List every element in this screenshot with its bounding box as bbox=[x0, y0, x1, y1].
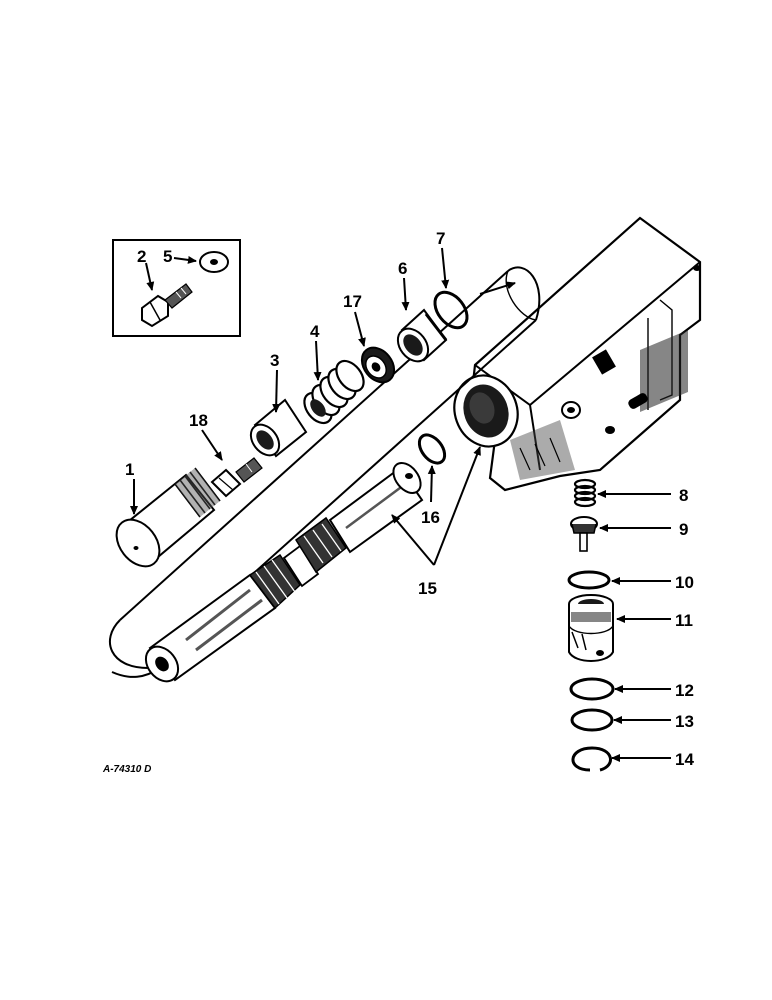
bolt-part-2 bbox=[141, 283, 193, 328]
callout-13: 13 bbox=[675, 712, 694, 731]
leader-lines bbox=[130, 247, 671, 762]
valve-body-housing bbox=[453, 216, 702, 492]
valve-spool-part-15 bbox=[144, 461, 424, 683]
o-ring-part-12 bbox=[569, 677, 615, 701]
callout-17: 17 bbox=[343, 292, 362, 311]
callout-7: 7 bbox=[436, 229, 445, 248]
callout-4: 4 bbox=[310, 322, 320, 341]
o-ring-part-7 bbox=[433, 290, 469, 330]
callout-8: 8 bbox=[679, 486, 688, 505]
bore-outline-tube bbox=[109, 266, 541, 678]
callout-15: 15 bbox=[418, 579, 437, 598]
check-poppet-part-9 bbox=[570, 516, 598, 552]
inset-box bbox=[112, 239, 241, 337]
callout-5: 5 bbox=[163, 247, 172, 266]
plug-part-11 bbox=[568, 594, 614, 662]
reference-code: A-74310 D bbox=[102, 764, 151, 775]
screw-part-18 bbox=[210, 457, 263, 498]
o-ring-part-10 bbox=[567, 570, 611, 590]
callout-1: 1 bbox=[125, 460, 134, 479]
callout-2: 2 bbox=[137, 247, 146, 266]
sleeve-part-6 bbox=[396, 308, 448, 363]
end-cap-part-1 bbox=[115, 467, 221, 568]
callout-14: 14 bbox=[675, 750, 694, 769]
callout-16: 16 bbox=[421, 508, 440, 527]
seat-washer-part-17 bbox=[360, 346, 396, 384]
spring-part-8 bbox=[573, 478, 597, 508]
callout-18: 18 bbox=[189, 411, 208, 430]
callout-10: 10 bbox=[675, 573, 694, 592]
washer-part-5 bbox=[199, 251, 229, 273]
callout-labels: 1 2 5 3 4 17 6 7 18 16 15 8 9 10 11 12 1… bbox=[125, 229, 694, 769]
snap-ring-part-14 bbox=[571, 746, 612, 772]
callout-3: 3 bbox=[270, 351, 279, 370]
callout-11: 11 bbox=[675, 611, 693, 630]
callout-6: 6 bbox=[398, 259, 407, 278]
backup-ring-part-13 bbox=[570, 708, 614, 732]
callout-12: 12 bbox=[675, 681, 694, 700]
o-ring-part-16 bbox=[417, 433, 447, 465]
callout-9: 9 bbox=[679, 520, 688, 539]
spring-part-4 bbox=[303, 359, 365, 425]
